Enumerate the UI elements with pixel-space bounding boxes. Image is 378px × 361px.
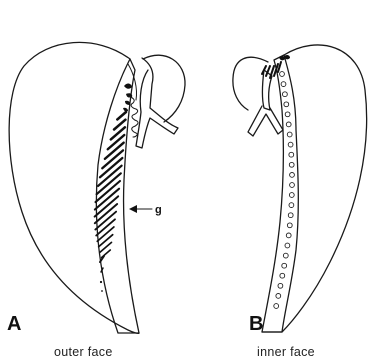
gill-filament [108,135,125,149]
pore [283,253,288,258]
callout-arrowhead-icon [129,205,137,213]
panel-b-pore-row [274,72,295,309]
gill-filament [99,235,113,247]
pore [285,243,290,248]
pore [287,223,292,228]
panel-b-letter: B [249,313,263,335]
panel-b-fork-arms [248,106,283,136]
pore [280,72,285,77]
pore [287,132,292,137]
pore [289,162,294,167]
panel-a-forked-ligament [136,58,178,148]
pore [281,82,286,87]
gill-filament [117,112,126,119]
pore [286,122,291,127]
pore [283,92,288,97]
pore [280,273,285,278]
pore [285,112,290,117]
panel-a: g A outer face [7,42,185,359]
pore [290,183,295,188]
panel-a-letter: A [7,313,21,335]
pore [288,142,293,147]
pore [289,203,294,208]
pore [289,193,294,198]
pore [286,233,291,238]
pore [290,173,295,178]
callout-label: g [155,204,162,216]
panel-a-gill-filaments [95,112,126,257]
pore [278,283,283,288]
pore [282,263,287,268]
gill-callout: g [129,204,162,216]
panel-b: B inner face [233,45,367,359]
panel-a-caption: outer face [54,345,113,359]
pore [276,294,281,299]
panel-b-shell-outline [262,45,367,332]
pore [284,102,289,107]
pore [288,213,293,218]
panel-b-caption: inner face [257,345,315,359]
gill-filament [97,227,114,241]
pore [274,304,279,309]
pore [289,152,294,157]
